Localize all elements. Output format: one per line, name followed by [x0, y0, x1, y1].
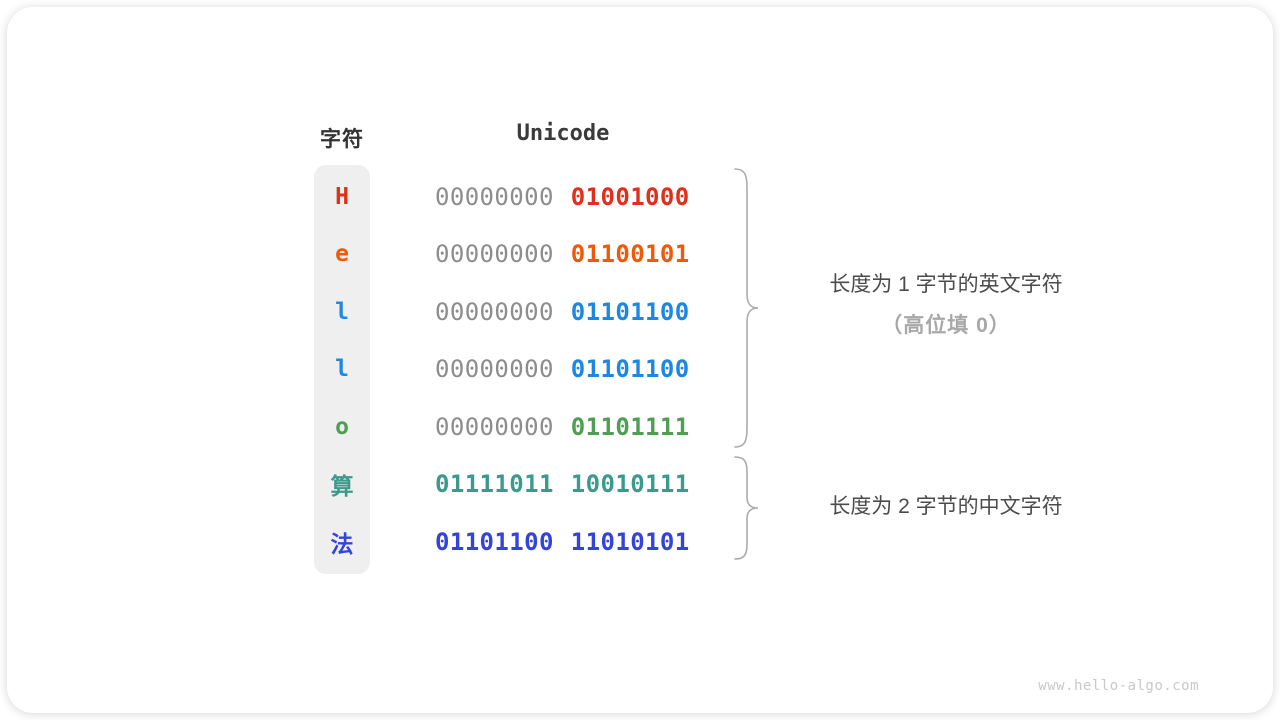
- character-cell: e: [335, 241, 349, 268]
- high-byte: 00000000: [435, 412, 554, 441]
- binary-cell: 00000000 01101100: [435, 355, 690, 383]
- annotation-english-chars: 长度为 1 字节的英文字符 （高位填 0）: [775, 271, 1117, 340]
- column-header-unicode: Unicode: [516, 121, 610, 146]
- binary-cell: 00000000 01101111: [435, 413, 690, 441]
- low-byte: 01100101: [570, 240, 690, 269]
- low-byte: 01101100: [570, 297, 690, 326]
- table-row: H 00000000 01001000: [314, 168, 744, 226]
- character-column-background: [314, 165, 370, 574]
- high-byte: 01101100: [435, 527, 554, 556]
- encoding-table: H 00000000 01001000 e 00000000 01100101 l …: [314, 168, 744, 571]
- character-cell: o: [335, 413, 349, 440]
- column-header-character: 字符: [320, 128, 364, 151]
- binary-cell: 00000000 01101100: [435, 298, 690, 326]
- annotation-chinese-chars-text: 长度为 2 字节的中文字符: [829, 495, 1063, 518]
- diagram-card: 字符 Unicode H 00000000 01001000 e 00000000…: [7, 7, 1273, 713]
- watermark-url: www.hello-algo.com: [1038, 678, 1199, 694]
- low-byte: 11010101: [570, 527, 690, 556]
- annotation-high-bits-note: （高位填 0）: [881, 314, 1011, 337]
- high-byte: 01111011: [435, 470, 554, 499]
- annotation-english-chars-text: 长度为 1 字节的英文字符: [829, 273, 1063, 296]
- character-cell: l: [335, 298, 349, 325]
- character-cell: H: [335, 183, 349, 210]
- annotation-chinese-chars: 长度为 2 字节的中文字符: [775, 493, 1117, 521]
- high-byte: 00000000: [435, 240, 554, 269]
- table-row: l 00000000 01101100: [314, 341, 744, 399]
- table-row: e 00000000 01100101: [314, 226, 744, 284]
- binary-cell: 00000000 01100101: [435, 240, 690, 268]
- curly-brace-group1-icon: [734, 168, 759, 448]
- high-byte: 00000000: [435, 182, 554, 211]
- table-row: l 00000000 01101100: [314, 283, 744, 341]
- high-byte: 00000000: [435, 297, 554, 326]
- character-cell: 算: [330, 474, 354, 501]
- character-cell: l: [335, 356, 349, 383]
- low-byte: 01101111: [570, 412, 690, 441]
- curly-brace-group2-icon: [734, 456, 759, 560]
- low-byte: 01101100: [570, 355, 690, 384]
- binary-cell: 00000000 01001000: [435, 183, 690, 211]
- table-row: o 00000000 01101111: [314, 398, 744, 456]
- low-byte: 01001000: [570, 182, 690, 211]
- character-cell: 法: [330, 531, 354, 558]
- table-row: 法 01101100 11010101: [314, 513, 744, 571]
- binary-cell: 01111011 10010111: [435, 470, 690, 498]
- low-byte: 10010111: [570, 470, 690, 499]
- high-byte: 00000000: [435, 355, 554, 384]
- binary-cell: 01101100 11010101: [435, 528, 690, 556]
- table-row: 算 01111011 10010111: [314, 456, 744, 514]
